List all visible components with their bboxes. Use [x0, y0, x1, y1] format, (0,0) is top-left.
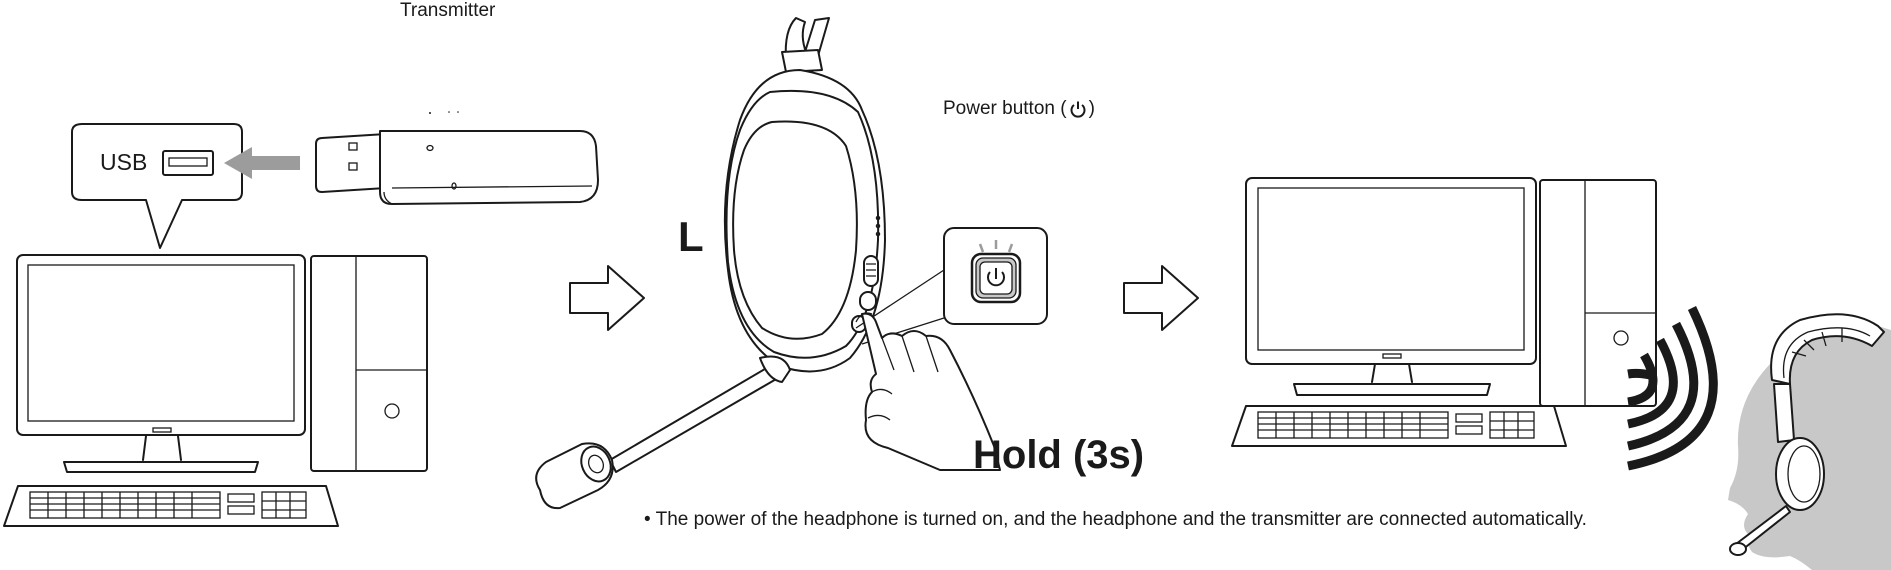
computer-right	[1231, 177, 1657, 447]
hold-instruction: Hold (3s)	[973, 433, 1145, 477]
power-icon	[1070, 101, 1086, 118]
step-arrow-icon	[569, 265, 645, 331]
power-icon	[987, 268, 1005, 287]
power-button-label: Power button ( )	[943, 98, 1095, 120]
power-button-label-text: Power button (	[943, 98, 1067, 119]
usb-label: USB	[100, 149, 148, 175]
connection-note: • The power of the headphone is turned o…	[644, 509, 1587, 530]
wireless-signal-icon	[1627, 306, 1718, 471]
headphone-left-earcup	[535, 17, 886, 510]
step-arrow-icon	[1123, 265, 1199, 331]
computer-left	[3, 254, 428, 527]
usb-callout	[71, 123, 300, 249]
power-button-callout	[943, 227, 1048, 325]
transmitter-label: Transmitter	[400, 0, 496, 21]
keyboard-keys-left	[29, 491, 307, 519]
transmitter-dongle	[315, 111, 599, 205]
person-with-headphone	[1728, 313, 1891, 570]
keyboard-keys-right	[1257, 411, 1535, 439]
power-button-label-close: )	[1088, 98, 1095, 119]
hand	[855, 312, 1001, 471]
usb-port-icon	[162, 150, 214, 176]
left-side-label: L	[678, 213, 704, 260]
insert-arrow-icon	[224, 147, 300, 179]
